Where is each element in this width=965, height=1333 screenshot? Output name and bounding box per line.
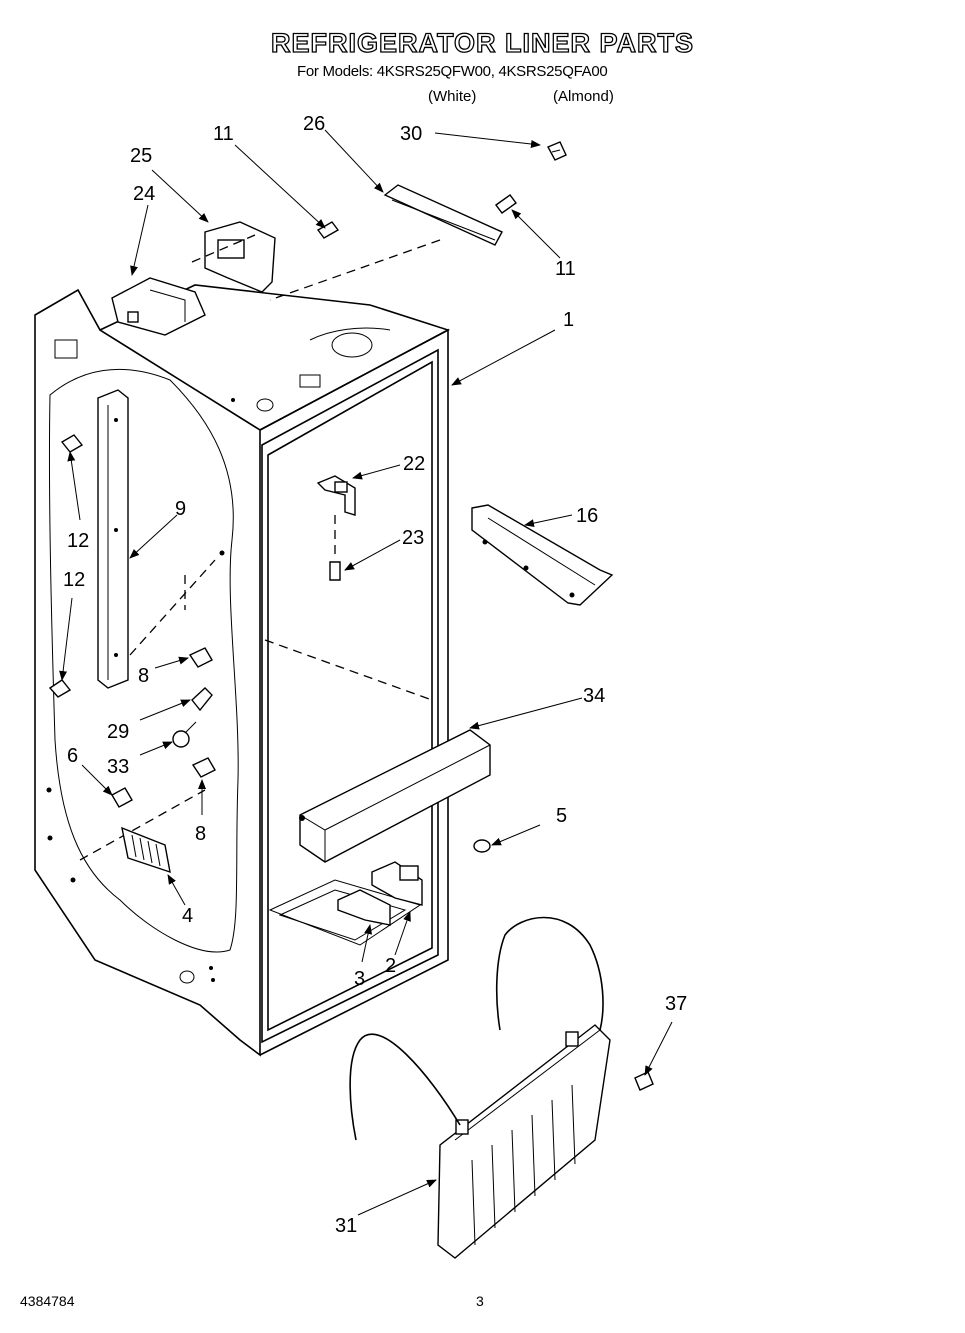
callout-11-right: 11 [555,258,576,280]
callout-24: 24 [133,183,155,205]
part-22-bracket [316,475,356,560]
part-5-clip [473,839,491,853]
callout-3: 3 [354,968,365,990]
page-number: 3 [476,1293,484,1309]
part-16-rail [471,504,614,606]
callout-5: 5 [556,805,567,827]
part-25-bracket [191,221,276,293]
part-4-vent [121,826,171,874]
part-33-bulb [172,721,197,748]
callout-12-lower: 12 [63,569,85,591]
callout-33: 33 [107,756,129,778]
callout-37: 37 [665,993,687,1015]
callout-29: 29 [107,721,129,743]
callout-2: 2 [385,955,396,977]
part-34-deflector [299,729,491,863]
callout-4: 4 [182,905,193,927]
leader-lines [59,129,673,1216]
callout-23: 23 [402,527,424,549]
part-2-3-brackets [337,861,423,926]
part-9-rail [97,389,225,689]
part-26-channel [269,184,503,301]
callout-16: 16 [576,505,598,527]
callout-8-lower: 8 [195,823,206,845]
models-line: For Models: 4KSRS25QFW00, 4KSRS25QFA00 [297,63,608,80]
finish-white: (White) [428,88,477,105]
part-12-fasteners [48,434,84,698]
screw-11-right [495,194,517,214]
callout-31: 31 [335,1215,357,1237]
page-title: REFRIGERATOR LINER PARTS [270,27,694,58]
finish-almond: (Almond) [553,88,614,105]
callout-numbers: 11 26 30 25 24 11 1 22 16 9 12 23 12 8 2… [63,113,687,1237]
part-8-sockets [188,647,216,778]
callout-34: 34 [583,685,605,707]
doc-number: 4384784 [20,1293,75,1309]
callout-12-upper: 12 [67,530,89,552]
callout-11-left: 11 [213,123,234,145]
part-37-screw [634,1071,654,1091]
callout-25: 25 [130,145,152,167]
callout-8-upper: 8 [138,665,149,687]
callout-26: 26 [303,113,325,135]
callout-22: 22 [403,453,425,475]
part-30-clip [547,141,567,161]
liner-cabinet [34,284,451,1057]
screw-11-left [316,221,340,239]
callout-1: 1 [563,309,574,331]
part-31-cover [349,916,611,1259]
part-6-socket [111,787,133,808]
part-24-control-housing [111,277,206,336]
callout-30: 30 [400,123,422,145]
part-29-socket [191,687,213,712]
callout-6: 6 [67,745,78,767]
callout-9: 9 [175,498,186,520]
part-23-screw [329,561,341,581]
